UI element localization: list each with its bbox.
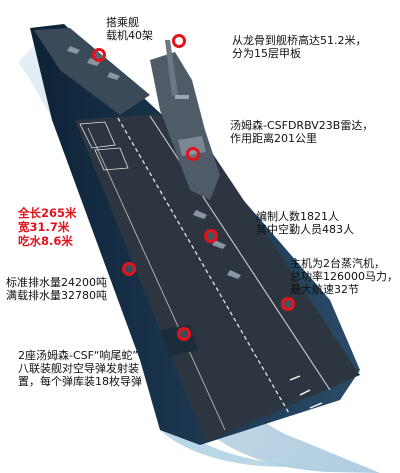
- label-radar: 汤姆森-CSFDRBV23B雷达， 作用距离201公里: [230, 119, 374, 145]
- marker-displacement: [122, 262, 136, 276]
- flight-deck: [75, 112, 360, 442]
- deck-hatching: [79, 121, 129, 171]
- deck-centerline: [117, 117, 291, 416]
- marker-radar: [186, 147, 200, 161]
- island: [150, 52, 220, 200]
- deck-edge-line: [87, 127, 226, 431]
- marker-engine: [281, 297, 295, 311]
- aircraft-group: [67, 46, 241, 279]
- label-displacement: 标准排水量24200吨 满载排水量32780吨: [6, 276, 107, 302]
- island-mast: [165, 40, 178, 96]
- marker-missiles: [177, 327, 191, 341]
- bow-deck: [34, 28, 150, 115]
- marker-decks: [172, 34, 186, 48]
- deck-aft-markings: [289, 375, 323, 409]
- label-aircraft: 搭乘舰 载机40架: [106, 16, 153, 42]
- label-decks: 从龙骨到舰桥高达51.2米， 分为15层甲板: [232, 34, 367, 60]
- marker-crew: [204, 229, 218, 243]
- label-crew: 编制人数1821人 其中空勤人员483人: [256, 210, 354, 236]
- marker-aircraft: [92, 48, 106, 62]
- label-missiles: 2座汤姆森-CSF“响尾蛇” 八联装舰对空导弹发射装 置，每个弹库装18枚导弹: [18, 349, 142, 388]
- island-windows: [175, 95, 189, 99]
- label-dimensions: 全长265米 宽31.7米 吃水8.6米: [18, 206, 77, 248]
- label-engine: 主机为2台蒸汽机， 总功率126000马力， 最大航速32节: [290, 257, 398, 296]
